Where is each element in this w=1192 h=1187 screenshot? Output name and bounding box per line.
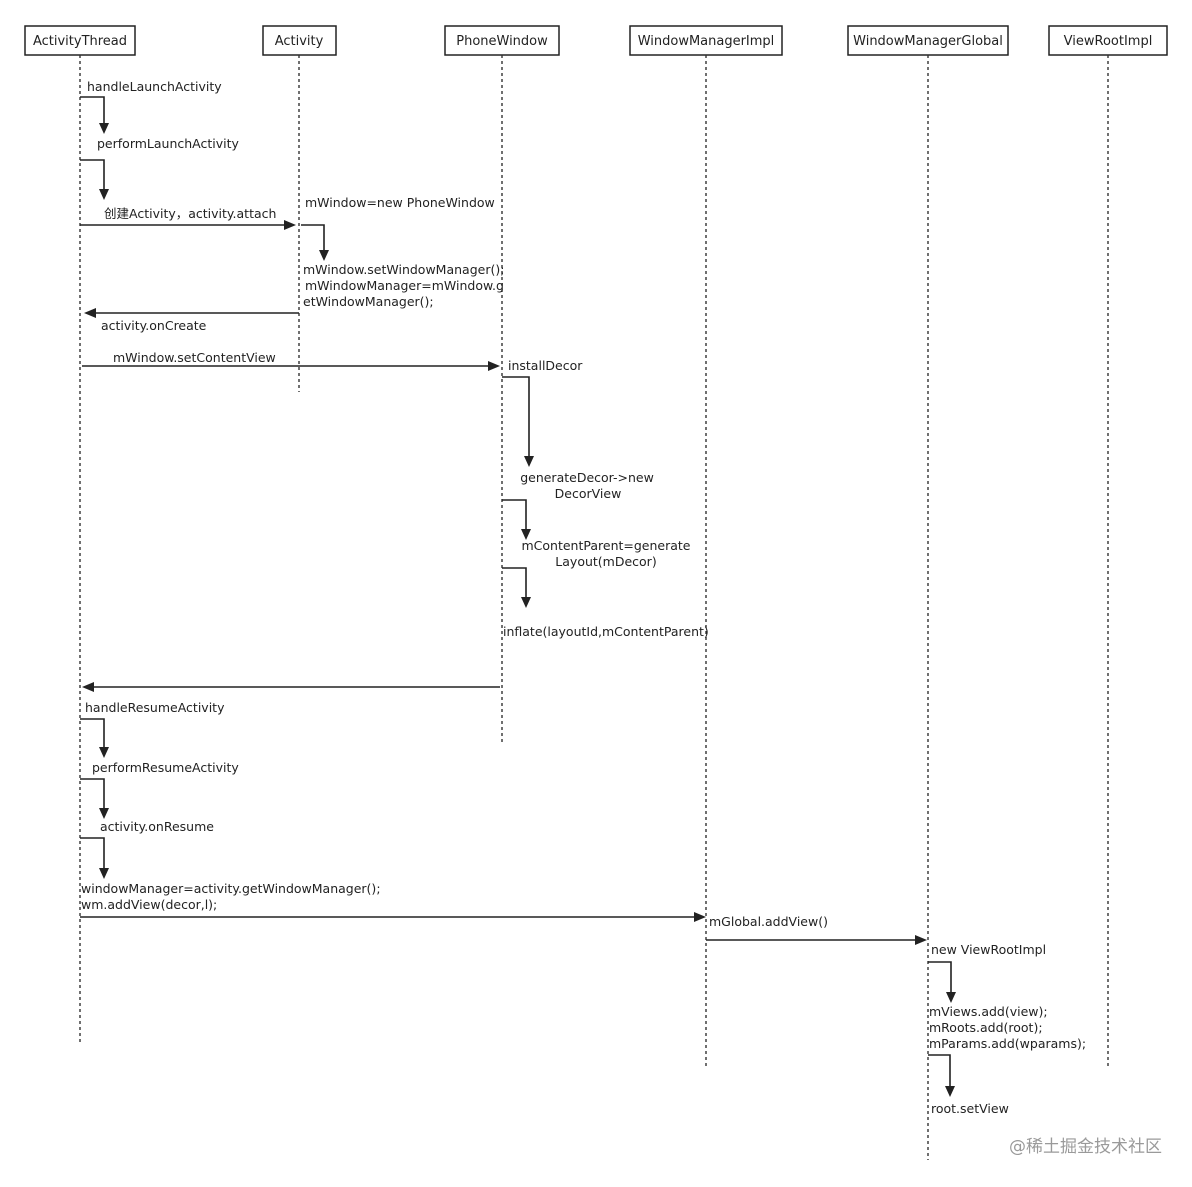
message-label: activity.onCreate xyxy=(101,318,207,333)
message-add-view: windowManager=activity.getWindowManager(… xyxy=(80,881,706,922)
arrowhead xyxy=(524,456,534,467)
message-label: mWindow=new PhoneWindow xyxy=(305,195,495,210)
participant-box xyxy=(629,25,783,56)
message-label: mWindow.setContentView xyxy=(113,350,276,365)
message-label: performResumeActivity xyxy=(92,760,239,775)
arrow-line xyxy=(80,837,105,869)
message-label: mContentParent=generate xyxy=(521,538,690,553)
message-inflate: inflate(layoutId,mContentParent) xyxy=(503,624,709,639)
arrowhead xyxy=(945,1086,955,1097)
message-activity-on-create: activity.onCreate xyxy=(84,308,299,333)
message-label: mParams.add(wparams); xyxy=(929,1036,1086,1051)
participant-view-root-impl: ViewRootImpl xyxy=(1048,25,1168,56)
message-label: handleResumeActivity xyxy=(85,700,225,715)
message-perform-resume-activity: performResumeActivity xyxy=(80,760,239,819)
message-new-phone-window: mWindow=new PhoneWindow xyxy=(301,195,495,261)
participant-box xyxy=(1048,25,1168,56)
participant-label: WindowManagerImpl xyxy=(638,34,775,49)
message-root-set-view: root.setView xyxy=(931,1101,1009,1116)
participant-phone-window: PhoneWindow xyxy=(444,25,560,56)
message-new-view-root-impl: new ViewRootImpl xyxy=(928,942,1046,1003)
arrowhead xyxy=(99,868,109,879)
message-label: 创建Activity，activity.attach xyxy=(104,206,276,221)
arrowhead xyxy=(521,529,531,540)
arrow-line xyxy=(301,224,325,251)
arrowhead xyxy=(915,935,927,945)
arrow-line xyxy=(928,961,952,993)
participant-window-manager-global: WindowManagerGlobal xyxy=(847,25,1009,56)
arrow-line xyxy=(502,499,527,530)
message-label: Layout(mDecor) xyxy=(555,554,656,569)
arrowhead xyxy=(82,682,94,692)
participant-box xyxy=(444,25,560,56)
message-set-window-manager: mWindow.setWindowManager();mWindowManage… xyxy=(303,262,504,309)
message-label: mGlobal.addView() xyxy=(709,914,828,929)
message-create-activity-attach: 创建Activity，activity.attach xyxy=(80,206,296,230)
arrowhead xyxy=(99,747,109,758)
message-label: new ViewRootImpl xyxy=(931,942,1046,957)
message-return-to-thread xyxy=(82,682,500,692)
message-label: DecorView xyxy=(555,486,622,501)
message-label: root.setView xyxy=(931,1101,1009,1116)
arrowhead xyxy=(521,597,531,608)
message-set-content-view: mWindow.setContentView xyxy=(82,350,500,371)
message-label: etWindowManager(); xyxy=(303,294,434,309)
message-handle-launch-activity: handleLaunchActivity xyxy=(80,79,222,134)
arrowhead xyxy=(99,123,109,134)
message-label: wm.addView(decor,l); xyxy=(81,897,217,912)
message-label: handleLaunchActivity xyxy=(87,79,222,94)
arrowhead xyxy=(84,308,96,318)
arrow-line xyxy=(80,96,105,124)
arrowhead xyxy=(694,912,706,922)
message-label: mWindow.setWindowManager(); xyxy=(303,262,504,277)
message-label: mWindowManager=mWindow.g xyxy=(305,278,504,293)
arrow-line xyxy=(502,376,530,457)
message-global-add-view: mGlobal.addView() xyxy=(706,914,927,945)
watermark: @稀土掘金技术社区 xyxy=(1009,1137,1162,1157)
participant-label: Activity xyxy=(275,34,324,49)
arrowhead xyxy=(284,220,296,230)
participant-label: PhoneWindow xyxy=(456,34,548,49)
arrowhead xyxy=(946,992,956,1003)
participant-label: ViewRootImpl xyxy=(1064,34,1153,49)
message-label: mViews.add(view); xyxy=(929,1004,1048,1019)
message-handle-resume-activity: handleResumeActivity xyxy=(80,700,225,758)
message-label: windowManager=activity.getWindowManager(… xyxy=(81,881,381,896)
message-label: generateDecor->new xyxy=(520,470,654,485)
message-add-views-roots-params: mViews.add(view);mRoots.add(root);mParam… xyxy=(928,1004,1086,1097)
arrow-line xyxy=(80,718,105,748)
participant-activity: Activity xyxy=(262,25,337,56)
arrowhead xyxy=(99,808,109,819)
participant-activity-thread: ActivityThread xyxy=(24,25,136,56)
participant-box xyxy=(262,25,337,56)
message-label: activity.onResume xyxy=(100,819,214,834)
arrowhead xyxy=(99,189,109,200)
message-label: installDecor xyxy=(508,358,583,373)
message-activity-on-resume: activity.onResume xyxy=(80,819,214,879)
arrow-line xyxy=(928,1054,951,1087)
message-label: mRoots.add(root); xyxy=(929,1020,1043,1035)
arrow-line xyxy=(80,778,105,809)
participant-label: ActivityThread xyxy=(33,34,127,49)
message-install-decor: installDecor xyxy=(502,358,583,467)
arrowhead xyxy=(488,361,500,371)
participant-window-manager-impl: WindowManagerImpl xyxy=(629,25,783,56)
message-perform-launch-activity: performLaunchActivity xyxy=(80,136,240,200)
arrow-line xyxy=(502,567,527,598)
arrow-line xyxy=(80,159,105,190)
participant-box xyxy=(24,25,136,56)
message-label: inflate(layoutId,mContentParent) xyxy=(503,624,709,639)
message-label: performLaunchActivity xyxy=(97,136,240,151)
participant-label: WindowManagerGlobal xyxy=(853,34,1003,49)
arrowhead xyxy=(319,250,329,261)
